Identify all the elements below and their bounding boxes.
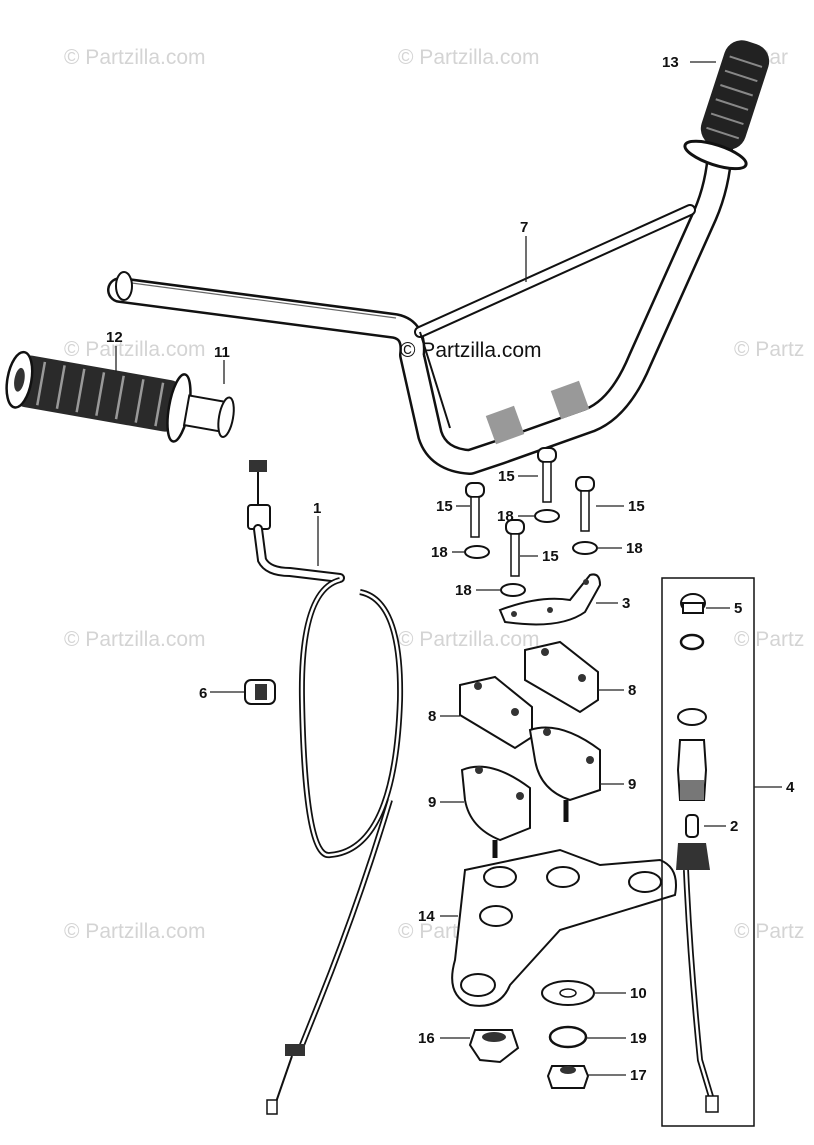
callout-1: 1 [313, 500, 321, 517]
callout-11: 11 [214, 344, 230, 361]
callout-18-top: 18 [497, 508, 514, 525]
watermark-faint: © Partzilla.com [398, 46, 540, 69]
right-grip [683, 40, 770, 171]
washer [464, 545, 490, 559]
bolt [575, 476, 595, 532]
upper-holder [459, 675, 533, 750]
cable-clip [244, 679, 276, 705]
callout-9-right: 9 [628, 776, 636, 793]
callout-15-top: 15 [498, 468, 515, 485]
callout-8-right: 8 [628, 682, 636, 699]
top-bridge [451, 848, 677, 1007]
nut [546, 1065, 590, 1089]
upper-holder [524, 640, 599, 714]
callout-17: 17 [630, 1067, 647, 1084]
callout-2: 2 [730, 818, 738, 835]
watermark-faint: © Partz [734, 628, 804, 651]
lower-holder [528, 726, 601, 822]
bolt [537, 447, 557, 503]
callout-15-center: 15 [542, 548, 559, 565]
bolt [505, 519, 525, 577]
callout-14: 14 [418, 908, 435, 925]
watermark-faint: © Partz [734, 920, 804, 943]
watermark-faint: © Partzilla.com [398, 628, 540, 651]
lock-washer [548, 1025, 588, 1049]
callout-10: 10 [630, 985, 647, 1002]
callout-9-left: 9 [428, 794, 436, 811]
callout-13: 13 [662, 54, 679, 71]
handlebar [107, 137, 733, 475]
callout-8-left: 8 [428, 708, 436, 725]
callout-18-right: 18 [626, 540, 643, 557]
left-grip [5, 350, 235, 443]
washer [500, 583, 526, 597]
watermark-faint: © Partzilla.com [64, 46, 206, 69]
callout-12: 12 [106, 329, 123, 346]
callout-16: 16 [418, 1030, 435, 1047]
washer [572, 541, 598, 555]
bolt-set [464, 447, 598, 597]
steering-stem-nut [468, 1029, 520, 1064]
cable-assembly-box [661, 577, 755, 1127]
lock-plate [498, 573, 602, 626]
callout-18-bottom: 18 [455, 582, 472, 599]
callout-3: 3 [622, 595, 630, 612]
callout-4: 4 [786, 779, 795, 796]
throttle-cable [247, 460, 404, 1115]
callout-6: 6 [199, 685, 207, 702]
watermark-faint: © Partzilla.com [64, 920, 206, 943]
callouts: 13 7 12 11 1 6 15 15 15 15 18 18 18 18 3… [106, 54, 795, 1084]
lower-holder [460, 765, 531, 858]
watermark-faint: © Partzilla.com [64, 628, 206, 651]
washer [534, 509, 560, 523]
watermark-faint: © Partz [734, 338, 804, 361]
callout-18-left: 18 [431, 544, 448, 561]
callout-15-right: 15 [628, 498, 645, 515]
watermark-faint: © Partzilla.com [64, 338, 206, 361]
leader-lines [115, 61, 782, 1076]
bolt [465, 482, 485, 538]
callout-7: 7 [520, 219, 528, 236]
callout-5: 5 [734, 600, 742, 617]
callout-15-left: 15 [436, 498, 453, 515]
watermark-main: © Partzilla.com [400, 339, 542, 362]
callout-19: 19 [630, 1030, 647, 1047]
